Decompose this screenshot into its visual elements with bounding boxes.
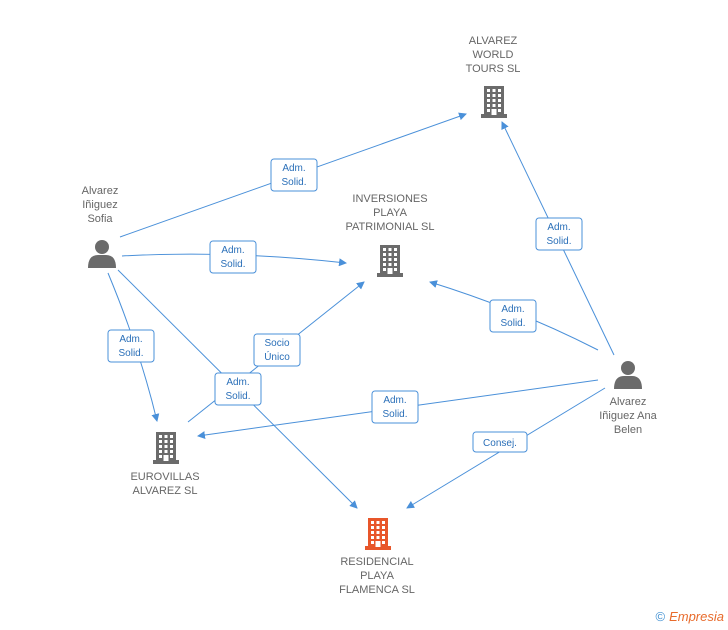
edge-label-text: Solid. [118,348,143,359]
edge-label-box [209,240,257,274]
edge-labels-layer: Adm. Solid. Adm. Solid. Adm. Solid. Adm. Solid.… [107,158,583,453]
node-label: INVERSIONES [352,193,427,205]
person-icon [614,361,642,389]
edge-label-text: Adm. [501,304,524,315]
node-eurovillas[interactable]: EUROVILLAS ALVAREZ SL [130,432,200,497]
edge-label-box [214,372,262,406]
edge-label-ana-res: Consej. [472,431,528,453]
edge-label-sofia-world: Adm. Solid. [270,158,318,192]
edge-label-sofia-inv: Adm. Solid. [209,240,257,274]
node-label: PATRIMONIAL SL [345,221,434,233]
edge-label-text: Solid. [220,259,245,270]
node-label: ALVAREZ [469,35,518,47]
node-residencial[interactable]: RESIDENCIAL PLAYA FLAMENCA SL [339,518,415,596]
footer-brand: ©Empresia [655,609,724,624]
node-label: PLAYA [360,570,394,582]
edge-label-box [472,431,528,453]
edge-label-text: Adm. [383,395,406,406]
node-label: WORLD [473,49,514,61]
edge-label-box [253,333,301,367]
edge-label-box [270,158,318,192]
node-label: FLAMENCA SL [339,584,415,596]
node-label: RESIDENCIAL [340,556,413,568]
edge-label-text: Adm. [119,334,142,345]
node-label: Iñiguez Ana [599,410,657,422]
edge-label-text: Socio [264,338,289,349]
edge-label-text: Solid. [500,318,525,329]
edge-label-text: Adm. [226,377,249,388]
edge-label-text: Único [264,350,290,363]
edge-label-ana-euro: Adm. Solid. [371,390,419,424]
edge-label-text: Solid. [382,409,407,420]
building-icon [481,86,507,118]
node-label: EUROVILLAS [130,471,199,483]
nodes-layer: ALVAREZ WORLD TOURS SL INVERSIONES PLAYA PATR… [82,35,658,596]
node-label: ALVAREZ SL [132,485,197,497]
edges-layer [107,112,615,509]
edge-label-text: Consej. [483,438,517,449]
edge-label-text: Solid. [225,391,250,402]
edge-label-text: Adm. [547,222,570,233]
edge-label-sofia-euro: Adm. Solid. [107,329,155,363]
edge-label-ana-world: Adm. Solid. [535,217,583,251]
person-icon [88,240,116,268]
edge-label-text: Solid. [546,236,571,247]
building-icon [365,518,391,550]
edge-label-box [535,217,583,251]
node-label: Sofia [87,213,113,225]
edge-label-sofia-res: Adm. Solid. [214,372,262,406]
edge-label-box [489,299,537,333]
node-label: PLAYA [373,207,407,219]
building-icon [153,432,179,464]
node-label: TOURS SL [466,63,521,75]
node-label: Alvarez [610,396,647,408]
edge-label-text: Adm. [282,163,305,174]
node-label: Alvarez [82,185,119,197]
edge-label-box [371,390,419,424]
node-label: Belen [614,424,642,436]
node-alvarez-world[interactable]: ALVAREZ WORLD TOURS SL [466,35,521,118]
edge-label-ana-inv: Adm. Solid. [489,299,537,333]
edge-label-text: Adm. [221,245,244,256]
node-label: Iñiguez [82,199,117,211]
building-icon [377,245,403,277]
copyright-icon: © [655,609,666,624]
brand-name: Empresia [669,609,724,624]
edge-label-box [107,329,155,363]
edge-label-text: Solid. [281,177,306,188]
node-inversiones[interactable]: INVERSIONES PLAYA PATRIMONIAL SL [345,193,435,277]
